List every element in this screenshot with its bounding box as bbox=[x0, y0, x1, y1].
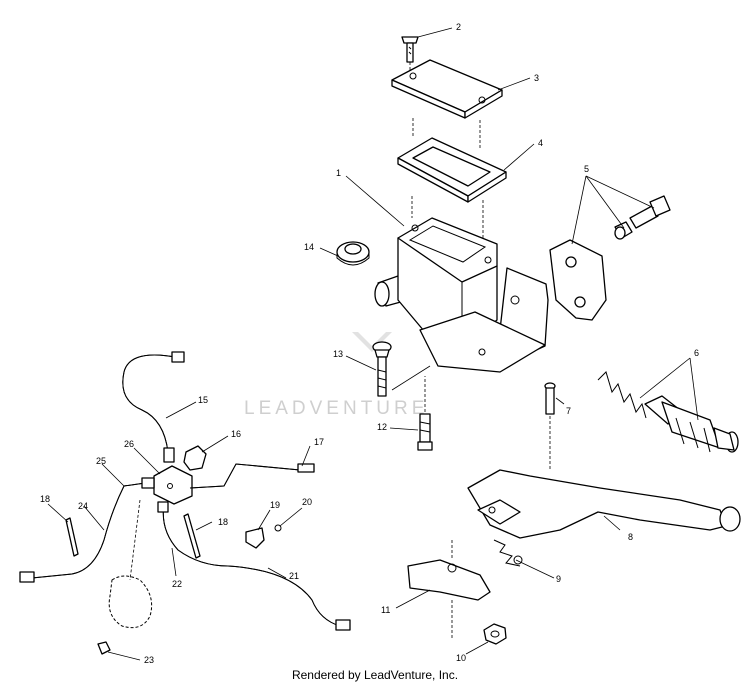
watermark: LEADVENTURE bbox=[244, 332, 428, 419]
callout-20: 20 bbox=[302, 497, 312, 507]
callout-11: 11 bbox=[381, 605, 390, 615]
dust-boot-14 bbox=[336, 241, 370, 266]
callout-19: 19 bbox=[270, 500, 280, 510]
bolt-12 bbox=[417, 413, 433, 451]
reservoir-cover-3 bbox=[391, 59, 503, 119]
callout-25: 25 bbox=[96, 456, 106, 466]
clamp-5 bbox=[549, 195, 671, 321]
callout-13: 13 bbox=[333, 349, 343, 359]
leader-lines bbox=[47, 27, 699, 661]
callout-17: 17 bbox=[314, 437, 324, 447]
brake-line-15 bbox=[122, 351, 185, 463]
brake-line-24 bbox=[19, 477, 155, 583]
callout-4: 4 bbox=[538, 138, 543, 148]
callout-24: 24 bbox=[78, 501, 88, 511]
banjo-fitting-16 bbox=[183, 445, 207, 471]
brake-line-21-22 bbox=[157, 501, 351, 631]
callout-18-left: 18 bbox=[40, 494, 50, 504]
callout-2: 2 bbox=[456, 22, 461, 32]
callout-15: 15 bbox=[198, 395, 208, 405]
clip-19 bbox=[245, 527, 265, 549]
callout-22: 22 bbox=[172, 579, 182, 589]
callout-8: 8 bbox=[628, 532, 633, 542]
lever-spring-9 bbox=[493, 539, 523, 567]
screw-23 bbox=[97, 641, 111, 655]
callout-21: 21 bbox=[289, 571, 299, 581]
bolt-13 bbox=[372, 341, 392, 397]
gasket-4 bbox=[397, 137, 507, 203]
callout-14: 14 bbox=[304, 242, 314, 252]
cable-tie-18-right bbox=[183, 513, 201, 559]
junction-block-26 bbox=[153, 465, 193, 505]
pin-20 bbox=[274, 524, 282, 532]
callout-3: 3 bbox=[534, 73, 539, 83]
screw-2 bbox=[401, 36, 419, 63]
callout-16: 16 bbox=[231, 429, 241, 439]
piston-spring-6 bbox=[597, 371, 739, 453]
brake-lever-8 bbox=[467, 469, 741, 539]
callout-7: 7 bbox=[566, 406, 571, 416]
cable-tie-18-left bbox=[65, 517, 79, 557]
callouts: 1 2 3 4 5 6 7 8 9 10 11 12 13 14 15 16 1… bbox=[40, 22, 699, 665]
callout-12: 12 bbox=[377, 422, 387, 432]
brake-line-17 bbox=[189, 463, 315, 489]
caliper-outline bbox=[108, 499, 153, 629]
lever-guard-11 bbox=[407, 559, 491, 601]
callout-5: 5 bbox=[584, 164, 589, 174]
callout-18-right: 18 bbox=[218, 517, 228, 527]
callout-10: 10 bbox=[456, 653, 466, 663]
callout-1: 1 bbox=[336, 168, 341, 178]
callout-26: 26 bbox=[124, 439, 134, 449]
callout-6: 6 bbox=[694, 348, 699, 358]
master-cylinder-body-1 bbox=[374, 217, 549, 373]
nut-10 bbox=[483, 623, 507, 645]
callout-9: 9 bbox=[556, 574, 561, 584]
watermark-text: LEADVENTURE bbox=[244, 398, 428, 419]
pivot-pin-7 bbox=[544, 382, 556, 415]
rendered-by-footer: Rendered by LeadVenture, Inc. bbox=[291, 668, 459, 682]
callout-23: 23 bbox=[144, 655, 154, 665]
